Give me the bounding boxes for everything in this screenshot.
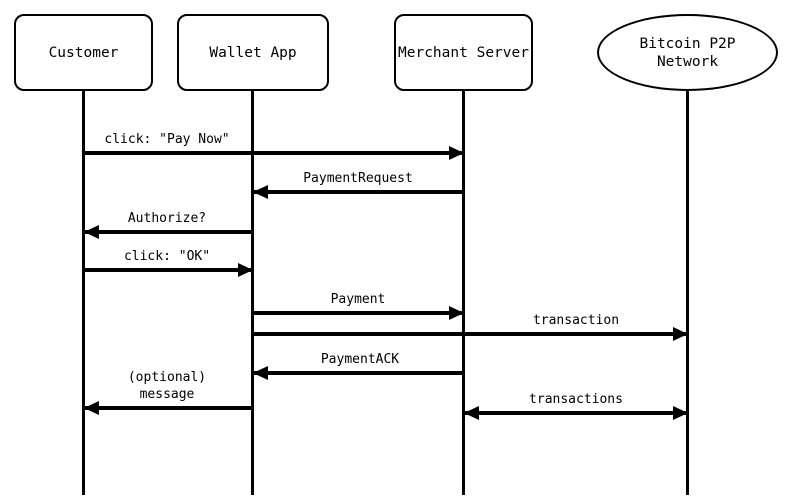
participant-label: Merchant Server [398,44,529,61]
message-line [252,190,464,194]
participant-customer: Customer [14,14,153,91]
message-label: Payment [330,292,386,307]
lifeline-merchant [462,91,465,495]
arrowhead [672,406,688,420]
message-line [252,371,464,375]
message-line [83,406,253,410]
message-label: click: "OK" [123,249,211,264]
participant-bitcoin: Bitcoin P2P Network [597,14,778,91]
message-line [252,332,688,336]
message-line [252,311,464,315]
participant-label: Wallet App [209,44,297,61]
message-line [83,151,464,155]
arrowhead [252,185,268,199]
message-label: (optional) message [127,370,207,402]
message-label: click: "Pay Now" [104,132,230,147]
participant-label: Bitcoin P2P Network [639,35,736,70]
message-label: PaymentRequest [303,171,413,186]
arrowhead [448,146,464,160]
participant-label: Customer [48,44,119,61]
arrowhead [83,401,99,415]
arrowhead [448,306,464,320]
message-label: transaction [532,313,620,328]
participant-wallet: Wallet App [177,14,329,91]
message-line [83,230,253,234]
message-line [463,411,688,415]
arrowhead [463,406,479,420]
lifeline-customer [82,91,85,495]
arrowhead [237,263,253,277]
message-label: Authorize? [127,211,207,226]
arrowhead [252,366,268,380]
arrowhead [672,327,688,341]
participant-merchant: Merchant Server [394,14,533,91]
message-line [83,268,253,272]
lifeline-wallet [251,91,254,495]
lifeline-bitcoin [686,91,689,495]
message-label: transactions [529,392,623,407]
arrowhead [83,225,99,239]
message-label: PaymentACK [320,352,400,367]
